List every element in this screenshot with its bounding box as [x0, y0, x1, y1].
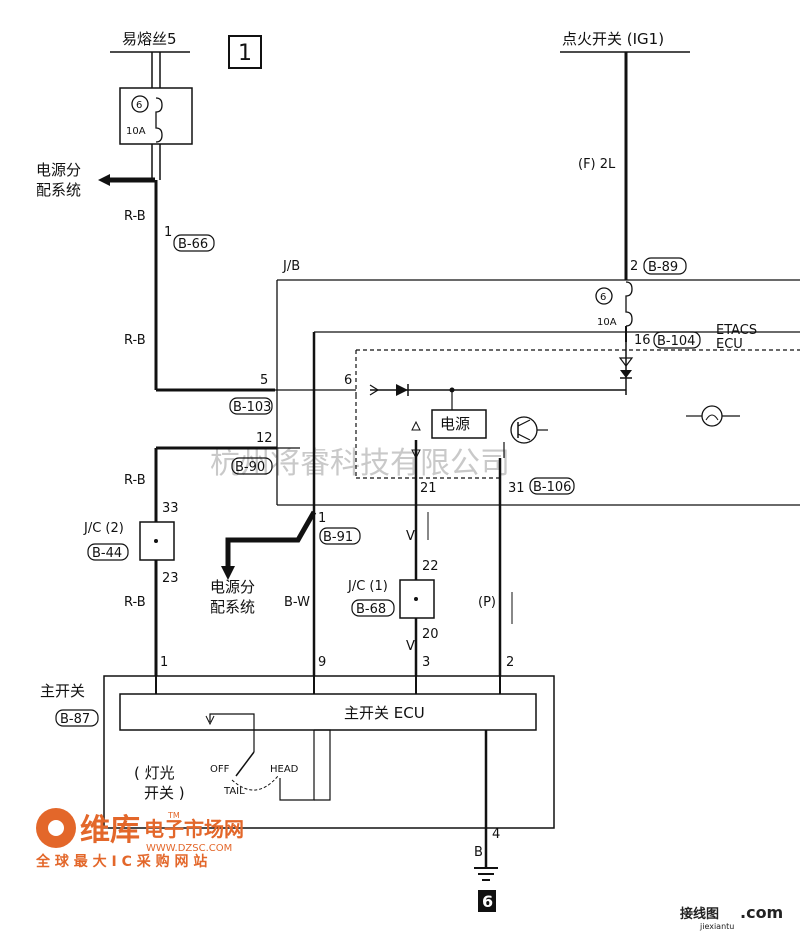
- etacs-line1: ETACS: [716, 323, 757, 338]
- fuse-right-rating: 10A: [597, 317, 617, 328]
- logo-slogan: 全 球 最 大 I C 采 购 网 站: [35, 853, 207, 870]
- light-switch-label-1: ( 灯光: [134, 764, 175, 782]
- connector-b103: B-103: [229, 397, 273, 415]
- page-number: 1: [238, 41, 252, 66]
- svg-text:B-89: B-89: [648, 260, 678, 275]
- svg-text:B-91: B-91: [323, 530, 353, 545]
- main-switch-label: 主开关: [40, 682, 85, 700]
- svg-text:B-44: B-44: [92, 546, 122, 561]
- power-dist-bottom-2: 配系统: [210, 598, 255, 616]
- light-switch-label-2: 开关 ): [144, 784, 185, 802]
- svg-text:电源: 电源: [440, 415, 470, 433]
- svg-text:B-106: B-106: [533, 480, 571, 495]
- wire-p: (P): [478, 595, 496, 610]
- wire-b: B: [474, 845, 483, 860]
- pin-33: 33: [162, 501, 179, 516]
- head-label: HEAD: [270, 764, 299, 775]
- svg-text:B-87: B-87: [60, 712, 90, 727]
- pin-5: 5: [260, 373, 268, 388]
- wire-v-1: V: [406, 529, 415, 544]
- pin-22: 22: [422, 559, 439, 574]
- svg-text:B-103: B-103: [233, 400, 271, 415]
- jb-label: J/B: [282, 259, 300, 274]
- jc1-box: [399, 579, 435, 619]
- page-number-box: 1: [228, 35, 262, 69]
- pin-23: 23: [162, 571, 179, 586]
- power-dist-left: 电源分 配系统: [36, 161, 86, 199]
- light-switch: OFF HEAD TAIL ( 灯光 开关 ): [134, 713, 331, 802]
- wire-rb-1: R-B: [124, 209, 146, 224]
- fuse-top-number: 6: [136, 100, 142, 111]
- etacs-line2: ECU: [716, 337, 743, 352]
- connector-b68: B-68: [351, 599, 395, 617]
- power-box: 电源: [431, 409, 487, 439]
- wire-rb-4: R-B: [124, 595, 146, 610]
- sw-pin-3: 3: [422, 655, 430, 670]
- svg-text:B-68: B-68: [356, 602, 386, 617]
- fuse-top: 6 10A: [119, 87, 193, 145]
- fuse-title: 易熔丝5: [122, 30, 177, 48]
- dzsc-logo: 维库 电子市场网 TM WWW.DZSC.COM 全 球 最 大 I C 采 购…: [35, 808, 244, 870]
- logo-tm: TM: [167, 811, 180, 820]
- connector-b89: B-89: [643, 257, 687, 275]
- main-ecu-label: 主开关 ECU: [344, 704, 425, 722]
- sw-pin-1: 1: [160, 655, 168, 670]
- pin-16: 16: [634, 333, 651, 348]
- jc2-label: J/C (2): [83, 521, 124, 536]
- logo-name: 维库: [80, 813, 140, 848]
- connector-b90: B-90: [231, 457, 273, 475]
- lamp-icon: [686, 405, 740, 427]
- jc2-box: [139, 521, 175, 561]
- wire-rb-3: R-B: [124, 473, 146, 488]
- ground-symbol: 6: [474, 867, 498, 912]
- connector-b106: B-106: [529, 477, 575, 495]
- ig-switch-label: 点火开关 (IG1): [562, 30, 664, 48]
- jc1-label: J/C (1): [347, 579, 388, 594]
- svg-text:B-66: B-66: [178, 237, 208, 252]
- main-ecu-box: 主开关 ECU: [119, 693, 537, 731]
- ground-number: 6: [482, 892, 493, 911]
- connector-b104: B-104: [653, 331, 701, 349]
- pin-12: 12: [256, 431, 273, 446]
- tail-label: TAIL: [223, 786, 245, 797]
- pin-1-b66: 1: [164, 225, 172, 240]
- corner-text: 接线图: [680, 906, 719, 922]
- watermark-text: 杭州将睿科技有限公司: [210, 446, 510, 481]
- transistor-symbol: [503, 416, 548, 458]
- corner-watermark: 接线图 .com jiexiantu: [680, 903, 783, 931]
- off-label: OFF: [210, 764, 230, 775]
- logo-sub: 电子市场网: [144, 817, 244, 841]
- power-dist-bottom-1: 电源分: [210, 578, 255, 596]
- corner-url: jiexiantu: [699, 922, 734, 931]
- fuse-top-rating: 10A: [126, 126, 146, 137]
- wire-f2l: (F) 2L: [578, 157, 616, 172]
- svg-text:B-90: B-90: [235, 460, 265, 475]
- connector-b91: B-91: [319, 527, 361, 545]
- fuse-right: 6 10A: [595, 281, 633, 328]
- sw-pin-2: 2: [506, 655, 514, 670]
- pin-31: 31: [508, 481, 525, 496]
- pin-2-b89: 2: [630, 259, 638, 274]
- corner-dot: .com: [740, 903, 783, 922]
- connector-b87: B-87: [55, 709, 99, 727]
- wire-v-2: V: [406, 639, 415, 654]
- pin-6: 6: [344, 373, 352, 388]
- wire-rb-2: R-B: [124, 333, 146, 348]
- connector-b66: B-66: [173, 234, 215, 252]
- logo-url: WWW.DZSC.COM: [146, 843, 232, 854]
- connector-b44: B-44: [87, 543, 129, 561]
- svg-text:B-104: B-104: [657, 334, 695, 349]
- pin-1-b91: 1: [318, 511, 326, 526]
- pin-21: 21: [420, 481, 437, 496]
- sw-pin-9: 9: [318, 655, 326, 670]
- wire-bw: B-W: [284, 595, 310, 610]
- fuse-right-number: 6: [600, 292, 606, 303]
- pin-20: 20: [422, 627, 439, 642]
- pin-4: 4: [492, 827, 500, 842]
